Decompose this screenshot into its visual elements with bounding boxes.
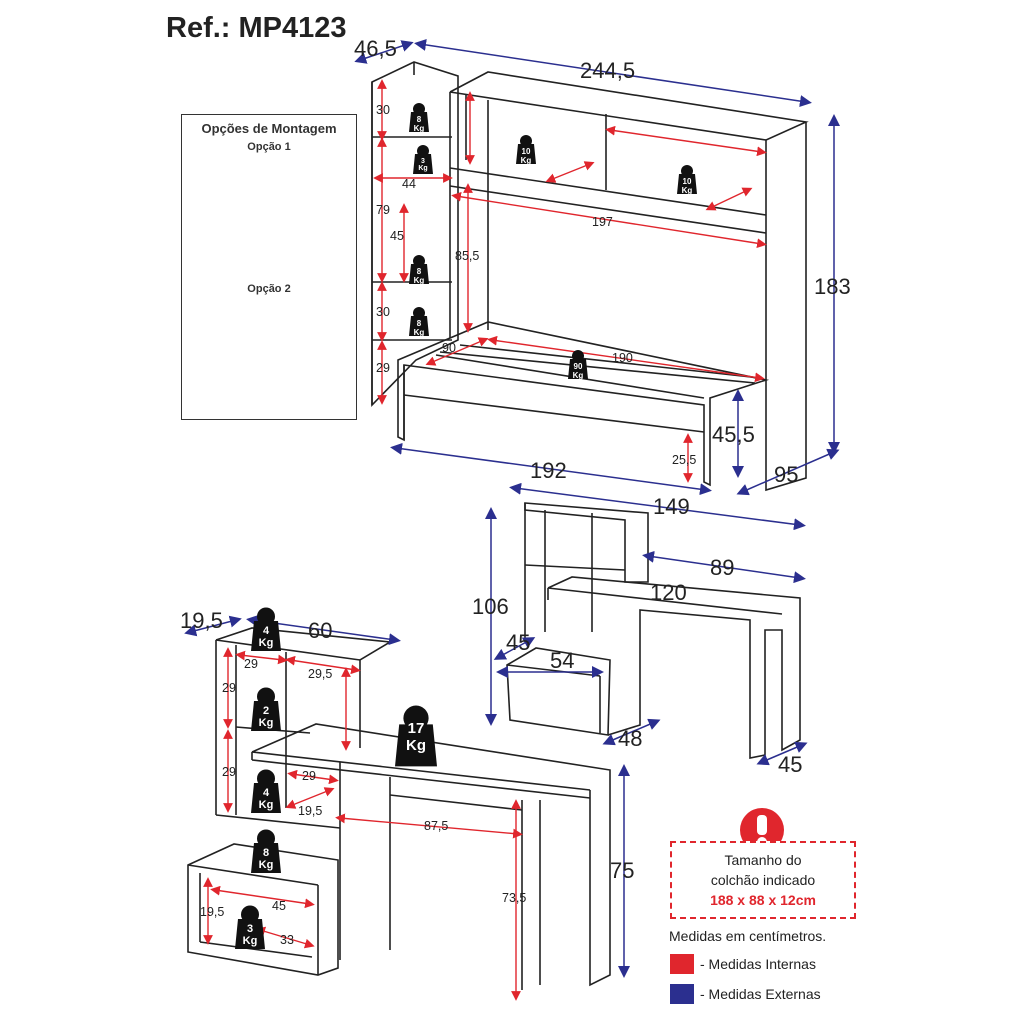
svg-text:90: 90 — [574, 362, 583, 371]
external-swatch — [670, 984, 694, 1004]
dim-shelf-3: 45 — [390, 229, 404, 243]
large-desk-drawing — [187, 627, 611, 990]
dim-upper-span: 197 — [592, 215, 613, 229]
dim-span: 87,5 — [424, 819, 448, 833]
svg-text:Kg: Kg — [243, 935, 258, 947]
dim-bed-width: 244,5 — [580, 58, 635, 83]
dim-shelf-1: 30 — [376, 103, 390, 117]
mattress-size: 188 x 88 x 12cm — [710, 892, 816, 908]
dim-bed-width-int: 90 — [442, 341, 456, 355]
svg-text:Kg: Kg — [414, 328, 425, 337]
svg-text:8: 8 — [417, 319, 422, 328]
internal-labels: 30 44 79 45 30 29 197 85,5 90 190 25,5 2… — [200, 103, 696, 947]
internal-dimensions — [203, 79, 767, 1001]
dim-bed-length-int: 190 — [612, 351, 633, 365]
dim-small-cab-width: 54 — [550, 648, 574, 673]
dim-leg: 73,5 — [502, 891, 526, 905]
svg-text:3: 3 — [247, 923, 253, 935]
svg-text:Kg: Kg — [418, 165, 427, 172]
svg-text:17: 17 — [408, 720, 425, 737]
mattress-note-line-1: Tamanho do — [724, 852, 802, 868]
svg-text:Kg: Kg — [682, 186, 693, 195]
svg-text:Kg: Kg — [573, 371, 584, 380]
options-title: Opções de Montagem — [201, 121, 337, 136]
dim-shelf-2: 79 — [376, 203, 390, 217]
units-note: Medidas em centímetros. — [669, 928, 827, 944]
svg-text:Kg: Kg — [259, 717, 274, 729]
dim-small-height: 106 — [472, 594, 509, 619]
svg-text:4: 4 — [263, 787, 270, 799]
dim-bed-frame-height: 45,5 — [712, 422, 755, 447]
dim-small-cab-depth: 45 — [506, 630, 530, 655]
dim-small-width: 149 — [653, 494, 690, 519]
dim-drawer-h: 19,5 — [200, 905, 224, 919]
dim-niche-w3: 29 — [302, 769, 316, 783]
small-desk-drawing — [506, 502, 801, 759]
svg-text:4: 4 — [263, 625, 270, 637]
option-1-label: Opção 1 — [247, 141, 291, 153]
dim-niche-width: 44 — [402, 177, 416, 191]
dim-large-depth: 19,5 — [180, 608, 223, 633]
svg-text:Kg: Kg — [521, 156, 532, 165]
option-2-label: Opção 2 — [247, 283, 291, 295]
dim-small-depth-b: 45 — [778, 752, 802, 777]
dim-drawer-w: 45 — [272, 899, 286, 913]
dim-niche-w1: 29 — [244, 657, 258, 671]
svg-text:Kg: Kg — [259, 637, 274, 649]
dim-tv-height: 85,5 — [455, 249, 479, 263]
svg-text:8: 8 — [417, 115, 422, 124]
svg-text:Kg: Kg — [414, 276, 425, 285]
legend-external: - Medidas Externas — [670, 983, 821, 1005]
legend-external-label: - Medidas Externas — [700, 986, 821, 1002]
internal-swatch — [670, 954, 694, 974]
svg-text:Kg: Kg — [414, 124, 425, 133]
svg-text:Kg: Kg — [406, 737, 426, 754]
svg-text:3: 3 — [421, 158, 425, 165]
mattress-note-line-2: colchão indicado — [710, 872, 816, 888]
svg-text:2: 2 — [263, 705, 269, 717]
mounting-options-panel: Opções de Montagem Opção 1 Opção 2 — [181, 114, 357, 420]
dim-small-desk-width: 89 — [710, 555, 734, 580]
dim-niche-w2: 29,5 — [308, 667, 332, 681]
dim-niche-d: 19,5 — [298, 804, 322, 818]
legend-internal: - Medidas Internas — [670, 953, 816, 975]
dim-large-height: 75 — [610, 858, 634, 883]
dim-shelf-5: 29 — [376, 361, 390, 375]
dim-bed-height: 183 — [814, 274, 851, 299]
external-dimensions — [184, 38, 840, 978]
svg-text:Kg: Kg — [259, 859, 274, 871]
dim-small-depth-a: 48 — [618, 726, 642, 751]
dim-niche-h1: 29 — [222, 681, 236, 695]
external-labels: 46,5 244,5 183 192 95 45,5 149 106 89 12… — [180, 36, 851, 883]
dim-shelf-4: 30 — [376, 305, 390, 319]
dim-small-desk-length: 120 — [650, 580, 687, 605]
dim-bed-depth: 46,5 — [354, 36, 397, 61]
svg-text:8: 8 — [417, 267, 422, 276]
dim-base-height: 25,5 — [672, 453, 696, 467]
page-title: Ref.: MP4123 — [166, 12, 347, 44]
dim-niche-h2: 29 — [222, 765, 236, 779]
dim-bed-unit-depth: 95 — [774, 462, 798, 487]
mattress-note-box: Tamanho do colchão indicado 188 x 88 x 1… — [670, 841, 856, 919]
weight-labels: 8 Kg 3 Kg 10 Kg 10 Kg 8 Kg 8 Kg 90 Kg 4 … — [243, 115, 693, 947]
dim-bed-length: 192 — [530, 458, 567, 483]
svg-text:8: 8 — [263, 847, 269, 859]
legend-internal-label: - Medidas Internas — [700, 956, 816, 972]
svg-text:10: 10 — [522, 147, 531, 156]
dim-large-width: 60 — [308, 618, 332, 643]
svg-text:10: 10 — [683, 177, 692, 186]
dim-drawer-d: 33 — [280, 933, 294, 947]
svg-text:Kg: Kg — [259, 799, 274, 811]
